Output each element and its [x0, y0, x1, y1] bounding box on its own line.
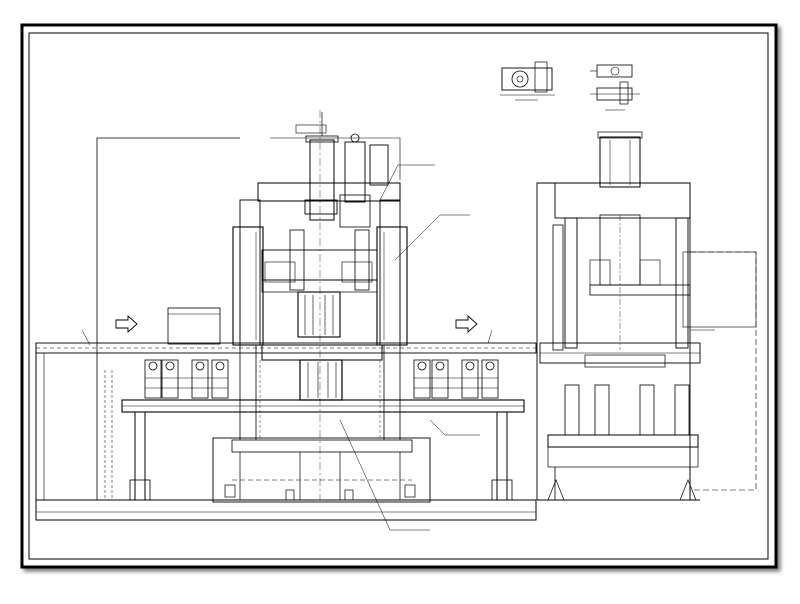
press-crown	[257, 182, 401, 202]
lower-base-frame	[212, 437, 431, 503]
detail-view-b	[590, 64, 640, 111]
side-elevation-view	[536, 131, 757, 501]
side-cylinder	[599, 136, 641, 188]
outer-frame	[20, 23, 778, 569]
front-elevation-view	[35, 110, 537, 531]
press-column-left	[232, 226, 264, 346]
ram-assembly	[297, 291, 341, 338]
infeed-arrow-icon	[115, 314, 138, 334]
fixture-group-left	[144, 359, 229, 399]
inner-frame	[28, 32, 769, 560]
outfeed-arrow-icon	[455, 314, 478, 334]
detail-view-a	[500, 61, 555, 101]
cylinder-left	[309, 139, 335, 221]
fixture-group-right	[413, 359, 499, 399]
safety-fence-outline	[96, 137, 240, 500]
cylinder-right	[369, 144, 389, 186]
